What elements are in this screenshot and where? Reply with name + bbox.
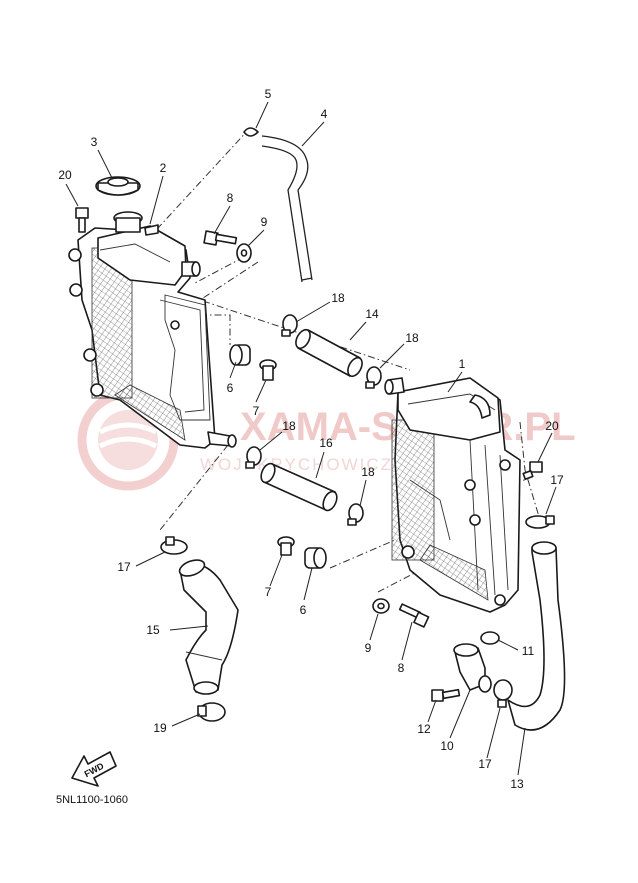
callout-9-top: 9 xyxy=(261,215,268,229)
washer-9-right xyxy=(372,598,390,614)
callout-19: 19 xyxy=(153,721,167,735)
callout-12: 12 xyxy=(417,722,431,736)
leader-lines xyxy=(65,101,557,776)
hose-clamp-18d xyxy=(347,503,364,526)
hose-clamp-17-left xyxy=(160,536,188,555)
callout-18-d: 18 xyxy=(361,465,375,479)
callout-10: 10 xyxy=(440,739,454,753)
callout-1: 1 xyxy=(459,357,466,371)
callout-labels: 1 2 3 4 5 6 6 7 7 8 8 9 9 10 11 12 13 14… xyxy=(58,87,564,791)
grommet-6-right xyxy=(304,547,327,569)
callout-14: 14 xyxy=(365,307,379,321)
callout-8-top: 8 xyxy=(227,191,234,205)
radiator-hose-15 xyxy=(178,559,239,695)
callout-4: 4 xyxy=(321,107,328,121)
callout-20-right: 20 xyxy=(545,419,559,433)
left-radiator-mount-tabs xyxy=(68,248,180,397)
callout-17-right: 17 xyxy=(550,473,564,487)
hose-clamp-18c xyxy=(245,446,262,469)
outlet-pipe-10 xyxy=(453,643,492,693)
callout-16: 16 xyxy=(319,436,333,450)
bolt-left-top xyxy=(75,207,89,233)
callout-7-left: 7 xyxy=(253,404,260,418)
callout-18-b: 18 xyxy=(405,331,419,345)
callout-6-left: 6 xyxy=(227,381,234,395)
left-radiator xyxy=(68,211,237,449)
callout-8-right: 8 xyxy=(398,661,405,675)
callout-18-a: 18 xyxy=(331,291,345,305)
callout-13: 13 xyxy=(510,777,524,791)
bolt-8-top xyxy=(203,230,238,246)
callout-15: 15 xyxy=(146,623,160,637)
right-radiator xyxy=(384,377,521,613)
overflow-hose xyxy=(261,135,313,283)
collar-7-right xyxy=(277,536,295,556)
radiator-hose-13 xyxy=(507,541,566,731)
callout-18-c: 18 xyxy=(282,419,296,433)
callout-3: 3 xyxy=(91,135,98,149)
hose-clip xyxy=(243,127,259,137)
grommet-6-left xyxy=(229,344,251,366)
hose-clamp-17-right xyxy=(525,515,555,529)
hose-clamp-17-lower-right xyxy=(493,679,513,708)
collar-7-left xyxy=(259,359,277,381)
connector-hose-14 xyxy=(295,328,363,378)
connector-hose-16 xyxy=(260,462,338,512)
hose-clamp-19 xyxy=(197,702,226,722)
radiator-cap xyxy=(95,176,141,196)
hose-clamp-18a xyxy=(281,314,298,337)
o-ring xyxy=(480,631,500,645)
hose-clamp-18b xyxy=(365,366,382,389)
right-radiator-mount-tabs xyxy=(401,459,511,606)
callout-11: 11 xyxy=(522,644,535,658)
washer-9-top xyxy=(236,243,252,263)
callout-17-left: 17 xyxy=(117,560,131,574)
callout-9-right: 9 xyxy=(365,641,372,655)
bolt-12 xyxy=(431,688,461,702)
bolt-right-top xyxy=(522,461,543,480)
callout-20-left: 20 xyxy=(58,168,72,182)
callout-6-right: 6 xyxy=(300,603,307,617)
fwd-arrow-icon: FWD xyxy=(71,751,117,787)
callout-17-lower: 17 xyxy=(478,757,492,771)
diagram-code: 5NL1100-1060 xyxy=(56,794,128,806)
callout-2: 2 xyxy=(160,161,167,175)
callout-5: 5 xyxy=(265,87,272,101)
bolt-8-right xyxy=(398,603,430,628)
callout-7-right: 7 xyxy=(265,585,272,599)
